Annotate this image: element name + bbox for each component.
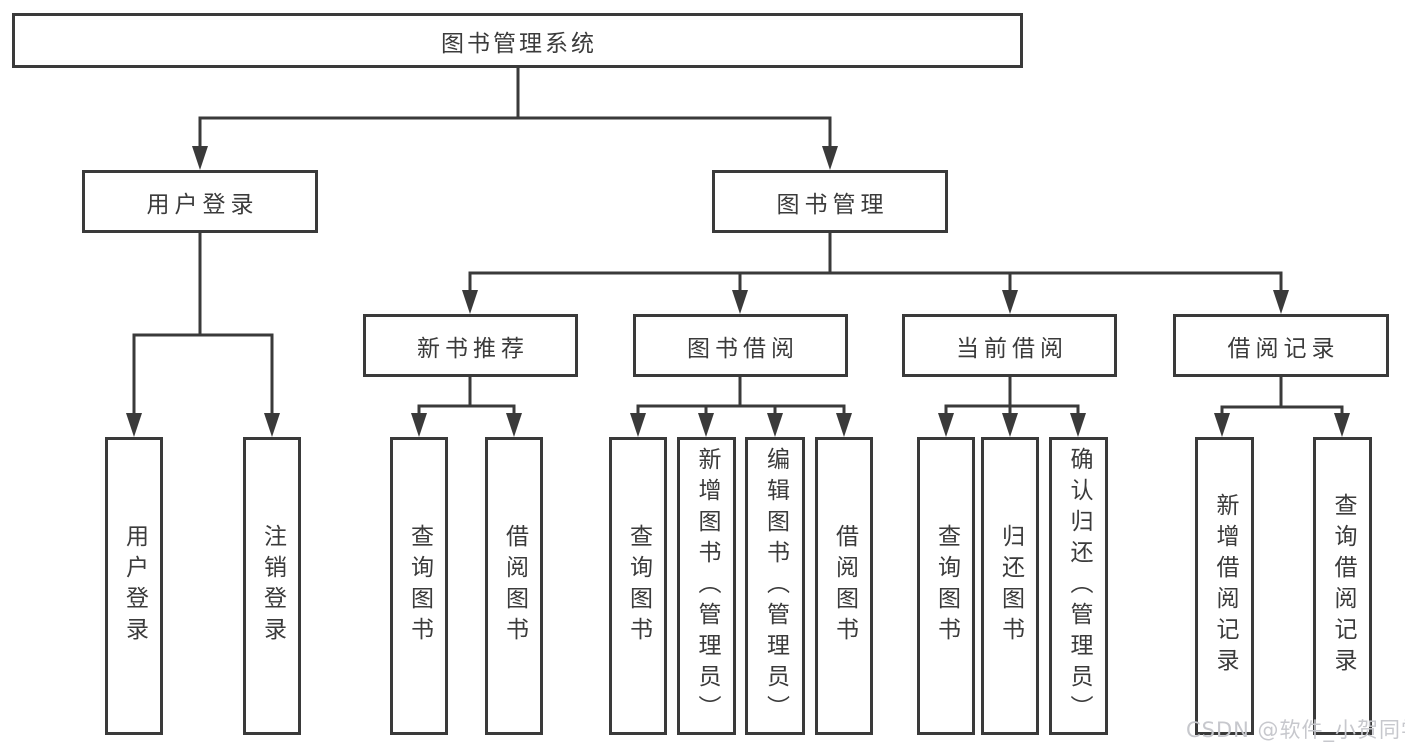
node-borrow-records-label: 借阅记录 (1227, 335, 1340, 362)
leaf-borrow-query-books-label: 查询图书 (625, 524, 652, 648)
leaf-recommend-borrow-books: 借阅图书 (485, 437, 543, 735)
node-user-login-label: 用户登录 (146, 191, 259, 218)
watermark-text: CSDN @软件_小贺同学 (1186, 718, 1405, 742)
leaf-recommend-query-books: 查询图书 (390, 437, 448, 735)
leaf-logout: 注销登录 (243, 437, 301, 735)
node-book-management-label: 图书管理 (776, 191, 889, 218)
leaf-current-query-books: 查询图书 (917, 437, 975, 735)
leaf-borrow-add-books-admin-label: 新增图书（管理员） (694, 446, 720, 726)
leaf-current-confirm-return-admin-label: 确认归还（管理员） (1066, 446, 1092, 726)
node-current-borrow-label: 当前借阅 (956, 335, 1068, 362)
node-user-login: 用户登录 (82, 170, 318, 233)
node-book-borrow-label: 图书借阅 (687, 335, 799, 362)
leaf-records-query-record: 查询借阅记录 (1313, 437, 1372, 735)
leaf-borrow-borrow-books: 借阅图书 (815, 437, 873, 735)
leaf-records-add-record: 新增借阅记录 (1195, 437, 1254, 735)
node-book-borrow: 图书借阅 (633, 314, 848, 377)
leaf-logout-label: 注销登录 (259, 524, 286, 648)
leaf-records-add-record-label: 新增借阅记录 (1212, 493, 1238, 679)
leaf-current-return-books: 归还图书 (981, 437, 1039, 735)
leaf-current-query-books-label: 查询图书 (933, 524, 960, 648)
leaf-borrow-edit-books-admin: 编辑图书（管理员） (745, 437, 805, 735)
leaf-current-confirm-return-admin: 确认归还（管理员） (1049, 437, 1108, 735)
leaf-current-return-books-label: 归还图书 (997, 524, 1024, 648)
node-new-book-recommend: 新书推荐 (363, 314, 578, 377)
leaf-borrow-query-books: 查询图书 (609, 437, 667, 735)
leaf-records-query-record-label: 查询借阅记录 (1330, 493, 1356, 679)
leaf-borrow-edit-books-admin-label: 编辑图书（管理员） (762, 446, 789, 726)
leaf-recommend-borrow-books-label: 借阅图书 (501, 524, 528, 648)
node-current-borrow: 当前借阅 (902, 314, 1117, 377)
leaf-borrow-borrow-books-label: 借阅图书 (831, 524, 858, 648)
leaf-recommend-query-books-label: 查询图书 (406, 524, 433, 648)
leaf-borrow-add-books-admin: 新增图书（管理员） (677, 437, 736, 735)
node-book-management: 图书管理 (712, 170, 948, 233)
node-root-label: 图书管理系统 (441, 30, 597, 57)
leaf-user-login: 用户登录 (105, 437, 163, 735)
node-borrow-records: 借阅记录 (1173, 314, 1389, 377)
node-new-book-recommend-label: 新书推荐 (417, 335, 529, 362)
leaf-user-login-label: 用户登录 (121, 524, 148, 648)
node-root: 图书管理系统 (12, 13, 1023, 68)
